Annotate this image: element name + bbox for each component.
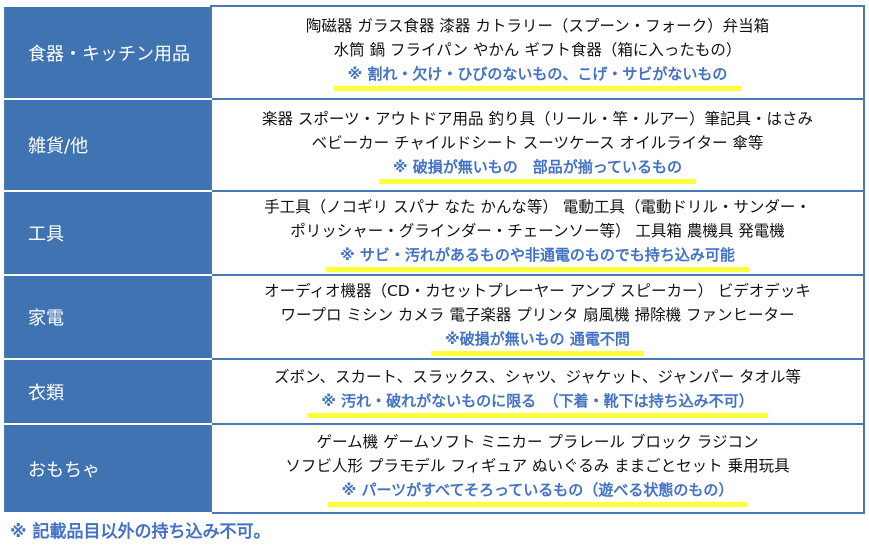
condition-note: ※破損が無いもの 通電不問 xyxy=(431,329,644,356)
item-description: オーディオ機器（CD・カセットプレーヤー アンプ スピーカー） ビデオデッキワー… xyxy=(210,274,865,360)
category-label: 食器・キッチン用品 xyxy=(4,5,212,100)
table-row: おもちゃゲーム機 ゲームソフト ミニカー プラレール ブロック ラジコンソフビ人… xyxy=(4,423,865,514)
category-label: 家電 xyxy=(4,274,212,360)
category-label: 雑貨/他 xyxy=(4,98,212,192)
item-line: ベビーカー チャイルドシート スーツケース オイルライター 傘等 xyxy=(311,133,764,152)
condition-note: ※ パーツがすべてそろっているもの（遊べる状態のもの） xyxy=(327,480,748,507)
table-row: 食器・キッチン用品陶磁器 ガラス食器 漆器 カトラリー（スプーン・フォーク）弁当… xyxy=(4,5,865,100)
item-description: ゲーム機 ゲームソフト ミニカー プラレール ブロック ラジコンソフビ人形 プラ… xyxy=(210,423,865,514)
condition-note: ※ 割れ・欠け・ひびのないもの、こげ・サビがないもの xyxy=(333,64,742,91)
condition-note: ※ 破損が無いもの 部品が揃っているもの xyxy=(378,157,697,184)
table-row: 衣類 ズボン、スカート、スラックス、シャツ、ジャケット、ジャンパー タオル等 ※ 汚… xyxy=(4,358,865,425)
item-line: ワープロ ミシン カメラ 電子楽器 プリンタ 扇風機 掃除機 ファンヒーター xyxy=(280,305,795,324)
table-row: 雑貨/他楽器 スポーツ・アウトドア用品 釣り具（リール・竿・ルアー）筆記具・はさ… xyxy=(4,98,865,192)
footer-note: ※ 記載品目以外の持ち込み不可。 xyxy=(10,522,271,542)
category-label: 衣類 xyxy=(4,358,212,425)
accepted-items-table: 食器・キッチン用品陶磁器 ガラス食器 漆器 カトラリー（スプーン・フォーク）弁当… xyxy=(4,5,865,514)
item-line: 水筒 鍋 フライパン やかん ギフト食器（箱に入ったもの） xyxy=(333,41,742,59)
item-line: ポリッシャー・グラインダー・チェーンソー等） 工具箱 農機具 発電機 xyxy=(290,221,785,240)
item-line: オーディオ機器（CD・カセットプレーヤー アンプ スピーカー） ビデオデッキ xyxy=(264,281,811,300)
item-description: 楽器 スポーツ・アウトドア用品 釣り具（リール・竿・ルアー）筆記具・はさみベビー… xyxy=(210,98,865,192)
item-line: 楽器 スポーツ・アウトドア用品 釣り具（リール・竿・ルアー）筆記具・はさみ xyxy=(261,109,814,128)
item-line: 陶磁器 ガラス食器 漆器 カトラリー（スプーン・フォーク）弁当箱 xyxy=(305,17,770,35)
condition-note: ※ サビ・汚れがあるものや非通電のものでも持ち込み可能 xyxy=(326,245,749,272)
item-description: ズボン、スカート、スラックス、シャツ、ジャケット、ジャンパー タオル等 ※ 汚れ・… xyxy=(210,358,865,425)
item-line: ゲーム機 ゲームソフト ミニカー プラレール ブロック ラジコン xyxy=(316,433,759,451)
item-line: ソフビ人形 プラモデル フィギュア ぬいぐるみ ままごとセット 乗用玩具 xyxy=(285,457,790,475)
table-row: 工具手工具（ノコギリ スパナ なた かんな等） 電動工具（電動ドリル・サンダー・… xyxy=(4,190,865,276)
item-line: ズボン、スカート、スラックス、シャツ、ジャケット、ジャンパー タオル等 xyxy=(273,368,802,386)
item-line: 手工具（ノコギリ スパナ なた かんな等） 電動工具（電動ドリル・サンダー・ xyxy=(264,197,811,216)
condition-note: ※ 汚れ・破れがないものに限る （下着・靴下は持ち込み不可） xyxy=(307,391,768,418)
item-description: 陶磁器 ガラス食器 漆器 カトラリー（スプーン・フォーク）弁当箱水筒 鍋 フライ… xyxy=(210,5,865,100)
category-label: 工具 xyxy=(4,190,212,276)
table-row: 家電オーディオ機器（CD・カセットプレーヤー アンプ スピーカー） ビデオデッキ… xyxy=(4,274,865,360)
category-label: おもちゃ xyxy=(4,423,212,514)
item-description: 手工具（ノコギリ スパナ なた かんな等） 電動工具（電動ドリル・サンダー・ポリ… xyxy=(210,190,865,276)
